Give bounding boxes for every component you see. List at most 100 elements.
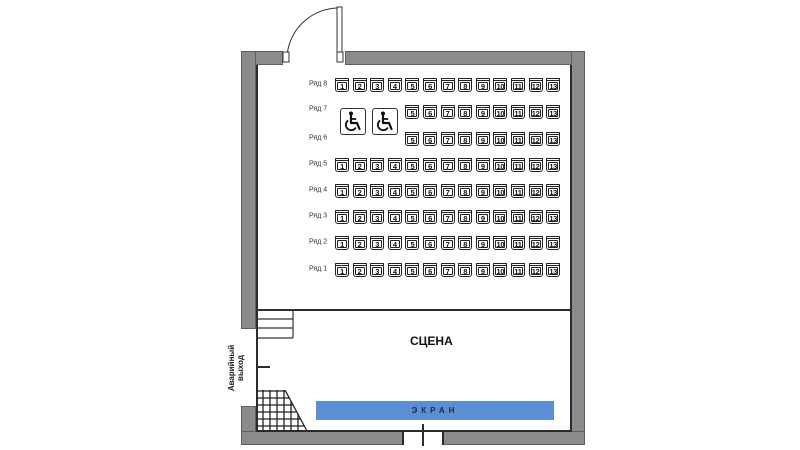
seat[interactable]: 11 [511, 78, 525, 92]
seat[interactable]: 6 [423, 263, 437, 277]
seat[interactable]: 7 [440, 263, 455, 277]
seat[interactable]: 3 [370, 184, 385, 198]
seat[interactable]: 13 [546, 210, 561, 224]
seat[interactable]: 10 [493, 210, 508, 224]
seat[interactable]: 2 [352, 236, 367, 250]
seat[interactable]: 5 [405, 236, 420, 250]
seat[interactable]: 10 [493, 184, 508, 198]
wheelchair-space[interactable] [372, 108, 398, 135]
seat[interactable]: 8 [458, 263, 473, 277]
seat[interactable]: 5 [405, 184, 420, 198]
seat[interactable]: 11 [511, 105, 525, 119]
seat[interactable]: 5 [405, 105, 420, 119]
seat[interactable]: 9 [475, 105, 490, 119]
seat[interactable]: 7 [440, 132, 455, 146]
seat[interactable]: 12 [528, 263, 543, 277]
seat[interactable]: 8 [458, 132, 473, 146]
seat[interactable]: 5 [405, 78, 420, 92]
seat[interactable]: 2 [352, 263, 367, 277]
seat[interactable]: 1 [335, 158, 349, 172]
seat[interactable]: 4 [387, 210, 402, 224]
seat[interactable]: 7 [440, 210, 455, 224]
seat[interactable]: 13 [546, 184, 561, 198]
seat[interactable]: 6 [423, 78, 437, 92]
seat[interactable]: 6 [423, 236, 437, 250]
seat[interactable]: 12 [528, 236, 543, 250]
seat[interactable]: 4 [387, 158, 402, 172]
seat[interactable]: 5 [405, 132, 420, 146]
seat[interactable]: 9 [475, 132, 490, 146]
seat[interactable]: 9 [475, 78, 490, 92]
seat[interactable]: 12 [528, 105, 543, 119]
seat[interactable]: 12 [528, 184, 543, 198]
seat[interactable]: 10 [493, 105, 508, 119]
seat[interactable]: 1 [335, 78, 349, 92]
seat[interactable]: 10 [493, 236, 508, 250]
seat[interactable]: 1 [335, 184, 349, 198]
seat[interactable]: 1 [335, 263, 349, 277]
seat[interactable]: 13 [546, 78, 561, 92]
seat[interactable]: 1 [335, 210, 349, 224]
seat[interactable]: 2 [352, 184, 367, 198]
seat[interactable]: 5 [405, 210, 420, 224]
seat[interactable]: 9 [475, 158, 490, 172]
seat[interactable]: 12 [528, 78, 543, 92]
seat[interactable]: 4 [387, 236, 402, 250]
seat[interactable]: 1 [335, 236, 349, 250]
seat[interactable]: 6 [423, 184, 437, 198]
seat[interactable]: 4 [387, 184, 402, 198]
seat[interactable]: 4 [387, 263, 402, 277]
seat[interactable]: 11 [511, 210, 525, 224]
seat[interactable]: 13 [546, 105, 561, 119]
seat[interactable]: 13 [546, 132, 561, 146]
seat[interactable]: 2 [352, 158, 367, 172]
seat[interactable]: 10 [493, 263, 508, 277]
seat[interactable]: 8 [458, 105, 473, 119]
seat[interactable]: 5 [405, 263, 420, 277]
seat[interactable]: 8 [458, 184, 473, 198]
seat[interactable]: 2 [352, 78, 367, 92]
seat[interactable]: 12 [528, 210, 543, 224]
wheelchair-space[interactable] [340, 108, 366, 135]
seat[interactable]: 13 [546, 263, 561, 277]
seat[interactable]: 12 [528, 158, 543, 172]
seat[interactable]: 11 [511, 184, 525, 198]
seat[interactable]: 9 [475, 184, 490, 198]
seat[interactable]: 6 [423, 158, 437, 172]
seat[interactable]: 5 [405, 158, 420, 172]
seat[interactable]: 4 [387, 78, 402, 92]
inner-line-left [256, 65, 258, 431]
seat[interactable]: 2 [352, 210, 367, 224]
seat[interactable]: 6 [423, 210, 437, 224]
seat[interactable]: 8 [458, 78, 473, 92]
seat[interactable]: 3 [370, 236, 385, 250]
seat[interactable]: 12 [528, 132, 543, 146]
seat[interactable]: 7 [440, 105, 455, 119]
seat[interactable]: 13 [546, 158, 561, 172]
seat[interactable]: 3 [370, 210, 385, 224]
seat[interactable]: 10 [493, 158, 508, 172]
seat[interactable]: 3 [370, 263, 385, 277]
seat[interactable]: 8 [458, 158, 473, 172]
seat[interactable]: 11 [511, 236, 525, 250]
seat[interactable]: 7 [440, 236, 455, 250]
seat[interactable]: 10 [493, 132, 508, 146]
seat[interactable]: 3 [370, 158, 385, 172]
seat[interactable]: 9 [475, 263, 490, 277]
seat[interactable]: 10 [493, 78, 508, 92]
seat[interactable]: 7 [440, 184, 455, 198]
seat[interactable]: 6 [423, 132, 437, 146]
seat[interactable]: 7 [440, 78, 455, 92]
seat[interactable]: 13 [546, 236, 561, 250]
seat[interactable]: 11 [511, 158, 525, 172]
seat[interactable]: 9 [475, 236, 490, 250]
seat[interactable]: 11 [511, 132, 525, 146]
seat[interactable]: 7 [440, 158, 455, 172]
seat[interactable]: 8 [458, 236, 473, 250]
seat[interactable]: 6 [423, 105, 437, 119]
seat[interactable]: 11 [511, 263, 525, 277]
seat[interactable]: 9 [475, 210, 490, 224]
entrance-door[interactable] [275, 0, 355, 70]
seat[interactable]: 3 [370, 78, 385, 92]
seat[interactable]: 8 [458, 210, 473, 224]
